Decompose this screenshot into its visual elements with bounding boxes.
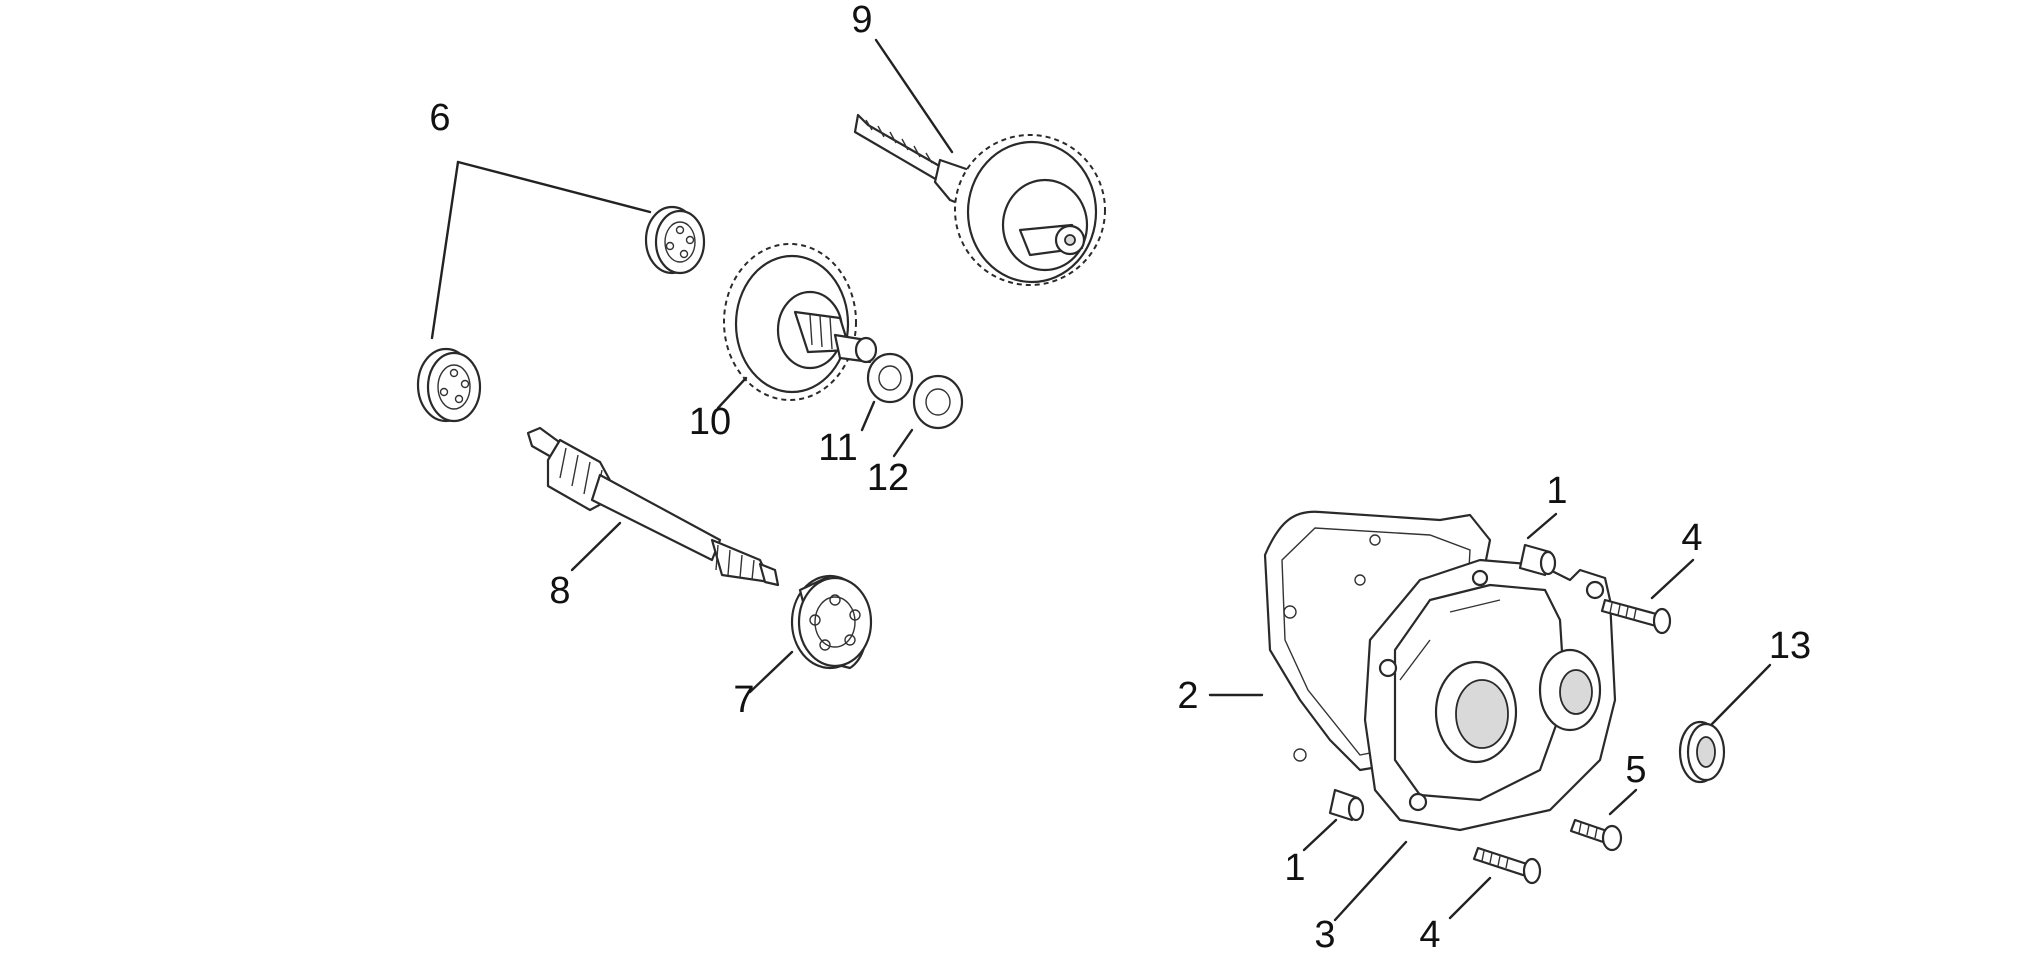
part-10-intermediate-gear [723, 243, 878, 401]
part-3-cover [1363, 558, 1617, 832]
callout-9: 9 [851, 0, 872, 41]
callout-labels: 9 6 10 11 12 8 7 1 4 2 13 5 1 3 4 [429, 0, 1811, 955]
callout-7: 7 [733, 679, 754, 721]
callout-2: 2 [1177, 675, 1198, 717]
part-6-bearing-lower [416, 347, 482, 423]
callout-13: 13 [1769, 625, 1811, 667]
callout-6: 6 [429, 97, 450, 139]
part-11-washer [866, 352, 914, 404]
part-4-screw-upper [1600, 598, 1672, 635]
callout-8: 8 [549, 570, 570, 612]
callout-12: 12 [867, 457, 909, 499]
part-9-shaft-with-gear [853, 113, 1106, 286]
part-1-dowel-upper [1518, 543, 1557, 577]
part-7-bearing [790, 574, 873, 670]
part-5-screw [1569, 818, 1623, 852]
callout-4-upper: 4 [1681, 517, 1702, 559]
part-8-primary-shaft [526, 426, 780, 587]
callout-11: 11 [818, 427, 857, 469]
part-4-screw-lower [1472, 846, 1542, 885]
callout-1-lower: 1 [1284, 847, 1305, 889]
part-6-bearing-upper [644, 205, 706, 275]
callout-10: 10 [689, 401, 731, 443]
callout-1-upper: 1 [1546, 470, 1567, 512]
callout-4-lower: 4 [1419, 914, 1440, 950]
callout-5: 5 [1625, 749, 1646, 791]
part-1-dowel-lower [1328, 788, 1365, 822]
callout-3: 3 [1314, 914, 1335, 950]
part-12-washer [912, 374, 964, 430]
part-13-oil-seal [1678, 720, 1726, 784]
leader-lines [430, 38, 1772, 922]
